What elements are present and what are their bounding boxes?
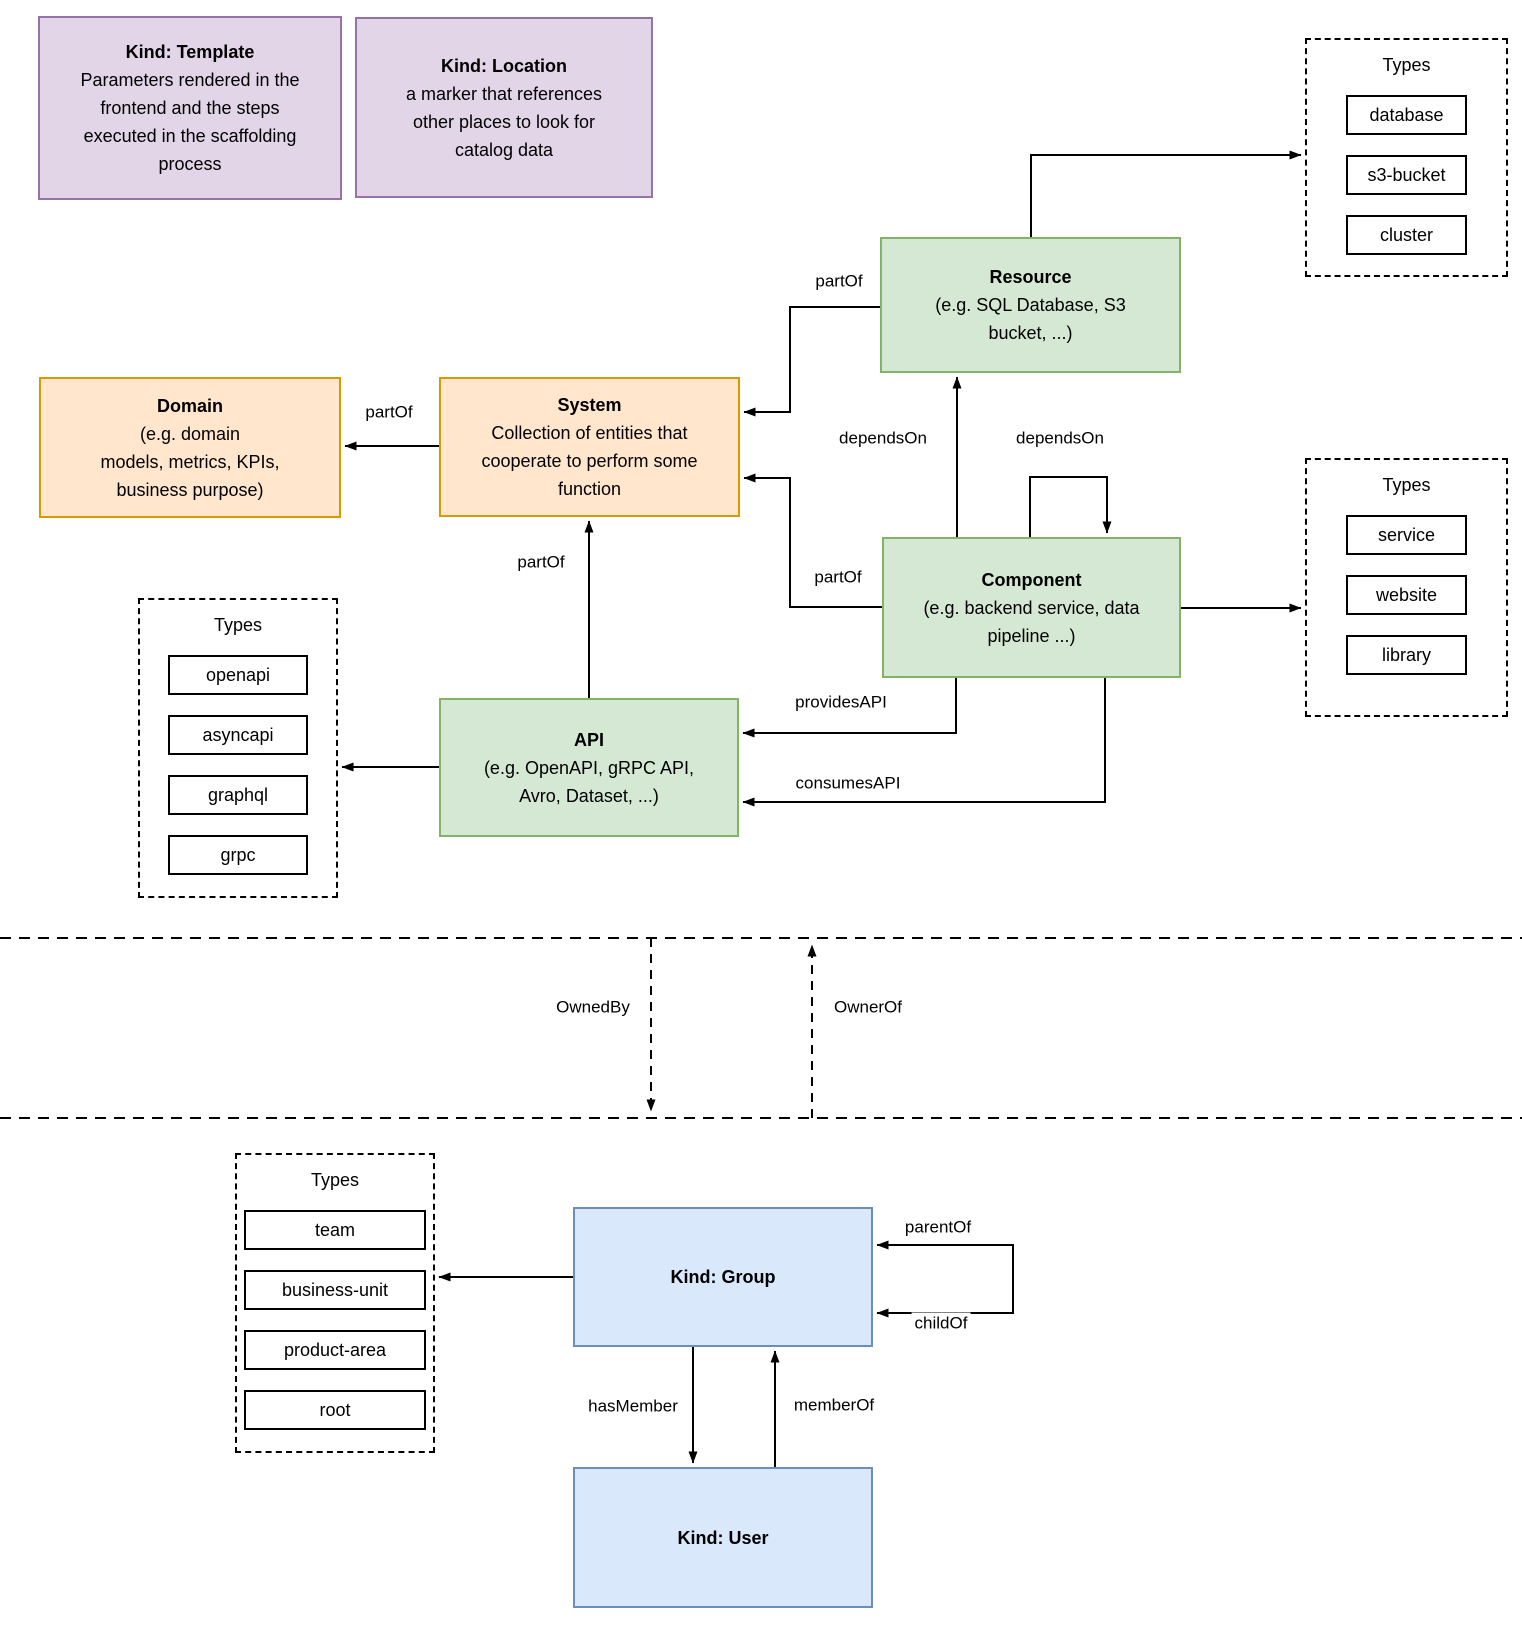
node-template-title: Kind: Template (125, 42, 255, 62)
type-item-database: database (1346, 95, 1467, 135)
node-api-desc: (e.g. OpenAPI, gRPC API, Avro, Dataset, … (483, 757, 695, 806)
type-item-root: root (244, 1390, 426, 1430)
node-user: Kind: User (573, 1467, 873, 1608)
edge-dependson-component-self (1029, 476, 1112, 537)
types-title: Types (1382, 55, 1431, 75)
edge-label-partof: partOf (362, 401, 416, 423)
types-items: database s3-bucket cluster (1346, 95, 1467, 255)
type-item-website: website (1346, 575, 1467, 615)
node-group-title: Kind: Group (670, 1267, 776, 1287)
node-resource: Resource (e.g. SQL Database, S3 bucket, … (880, 237, 1181, 373)
edge-label-dependson: dependsOn (1013, 427, 1107, 449)
node-domain-title: Domain (156, 395, 223, 416)
types-items: openapi asyncapi graphql grpc (168, 655, 308, 875)
node-system-desc: Collection of entities that cooperate to… (481, 423, 698, 499)
node-template: Kind: Template Parameters rendered in th… (38, 16, 342, 200)
types-items: team business-unit product-area root (244, 1210, 426, 1430)
edge-label-memberof: memberOf (790, 1394, 878, 1416)
node-component-desc: (e.g. backend service, data pipeline ...… (923, 597, 1140, 646)
type-item-openapi: openapi (168, 655, 308, 695)
type-item-library: library (1346, 635, 1467, 675)
edge-label-ownedby: OwnedBy (553, 996, 633, 1018)
types-group-api: Types openapi asyncapi graphql grpc (138, 598, 338, 898)
types-title: Types (310, 1170, 360, 1190)
types-title: Types (213, 615, 263, 635)
edge-label-partof: partOf (514, 551, 568, 573)
type-item-graphql: graphql (168, 775, 308, 815)
types-title: Types (1382, 475, 1431, 495)
node-location-title: Kind: Location (441, 55, 567, 76)
edge-label-providesapi: providesAPI (792, 691, 890, 713)
node-resource-title: Resource (989, 267, 1072, 287)
node-api: API (e.g. OpenAPI, gRPC API, Avro, Datas… (439, 698, 739, 837)
node-location: Kind: Location a marker that references … (355, 17, 653, 198)
type-item-grpc: grpc (168, 835, 308, 875)
edge-providesapi-component-api (742, 678, 957, 738)
edge-label-parentof: parentOf (901, 1216, 975, 1238)
edge-label-childof: childOf (911, 1312, 971, 1334)
node-template-desc: Parameters rendered in the frontend and … (80, 70, 300, 174)
node-resource-desc: (e.g. SQL Database, S3 bucket, ...) (935, 295, 1126, 343)
types-group-group: Types team business-unit product-area root (235, 1153, 435, 1453)
edge-label-dependson: dependsOn (836, 427, 930, 449)
type-item-team: team (244, 1210, 426, 1250)
types-group-component: Types service website library (1305, 458, 1508, 717)
type-item-asyncapi: asyncapi (168, 715, 308, 755)
type-item-business-unit: business-unit (244, 1270, 426, 1310)
types-items: service website library (1346, 515, 1467, 675)
edge-label-hasmember: hasMember (585, 1395, 681, 1417)
type-item-s3-bucket: s3-bucket (1346, 155, 1467, 195)
edge-label-partof: partOf (811, 566, 865, 588)
node-group: Kind: Group (573, 1207, 873, 1347)
node-domain: Domain (e.g. domain models, metrics, KPI… (39, 377, 341, 518)
edge-label-ownerof: OwnerOf (830, 996, 906, 1018)
types-group-resource: Types database s3-bucket cluster (1305, 38, 1508, 277)
node-component-title: Component (981, 569, 1082, 590)
node-system: System Collection of entities that coope… (439, 377, 740, 517)
type-item-service: service (1346, 515, 1467, 555)
node-location-desc: a marker that references other places to… (405, 83, 603, 160)
type-item-cluster: cluster (1346, 215, 1467, 255)
edge-partof-resource-system (743, 306, 880, 417)
node-domain-desc: (e.g. domain models, metrics, KPIs, busi… (100, 423, 280, 500)
node-system-title: System (557, 395, 622, 415)
node-component: Component (e.g. backend service, data pi… (882, 537, 1181, 678)
edge-consumesapi-component-api (742, 678, 1106, 807)
edge-parentof-childof-group-self (876, 1240, 1014, 1318)
edge-partof-component-system (743, 473, 882, 608)
node-user-title: Kind: User (677, 1527, 769, 1548)
node-api-title: API (573, 729, 604, 750)
edge-resource-types (1030, 150, 1302, 237)
edge-label-consumesapi: consumesAPI (792, 772, 904, 794)
type-item-product-area: product-area (244, 1330, 426, 1370)
edge-label-partof: partOf (812, 270, 866, 292)
